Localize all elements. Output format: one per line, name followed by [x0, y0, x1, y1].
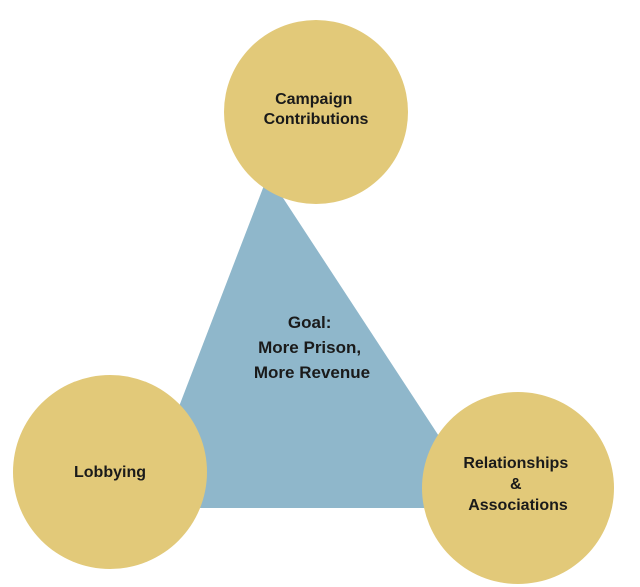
node-label-top: Campaign Contributions — [264, 91, 369, 128]
node-lobbying: Lobbying — [13, 375, 207, 569]
node-circle-top — [224, 20, 408, 204]
node-right-line-1: Relationships — [463, 455, 568, 472]
node-circle-left — [13, 375, 207, 569]
node-circle-right — [422, 392, 614, 584]
node-left-line-1: Lobbying — [74, 464, 146, 481]
goal-line-2: More Prison, — [258, 338, 361, 357]
node-top-line-1: Campaign — [275, 91, 352, 108]
node-right-line-3: Associations — [468, 497, 568, 514]
node-campaign-contributions: Campaign Contributions — [224, 20, 408, 204]
node-label-right: Relationships & Associations — [463, 455, 572, 514]
node-right-line-2: & — [510, 476, 522, 493]
goal-label: Goal: More Prison, More Revenue — [254, 313, 370, 382]
goal-line-3: More Revenue — [254, 363, 370, 382]
node-relationships-associations: Relationships & Associations — [422, 392, 614, 584]
goal-triangle — [140, 175, 486, 508]
node-top-line-2: Contributions — [264, 111, 369, 128]
goal-line-1: Goal: — [288, 313, 331, 332]
node-label-left: Lobbying — [74, 464, 146, 481]
